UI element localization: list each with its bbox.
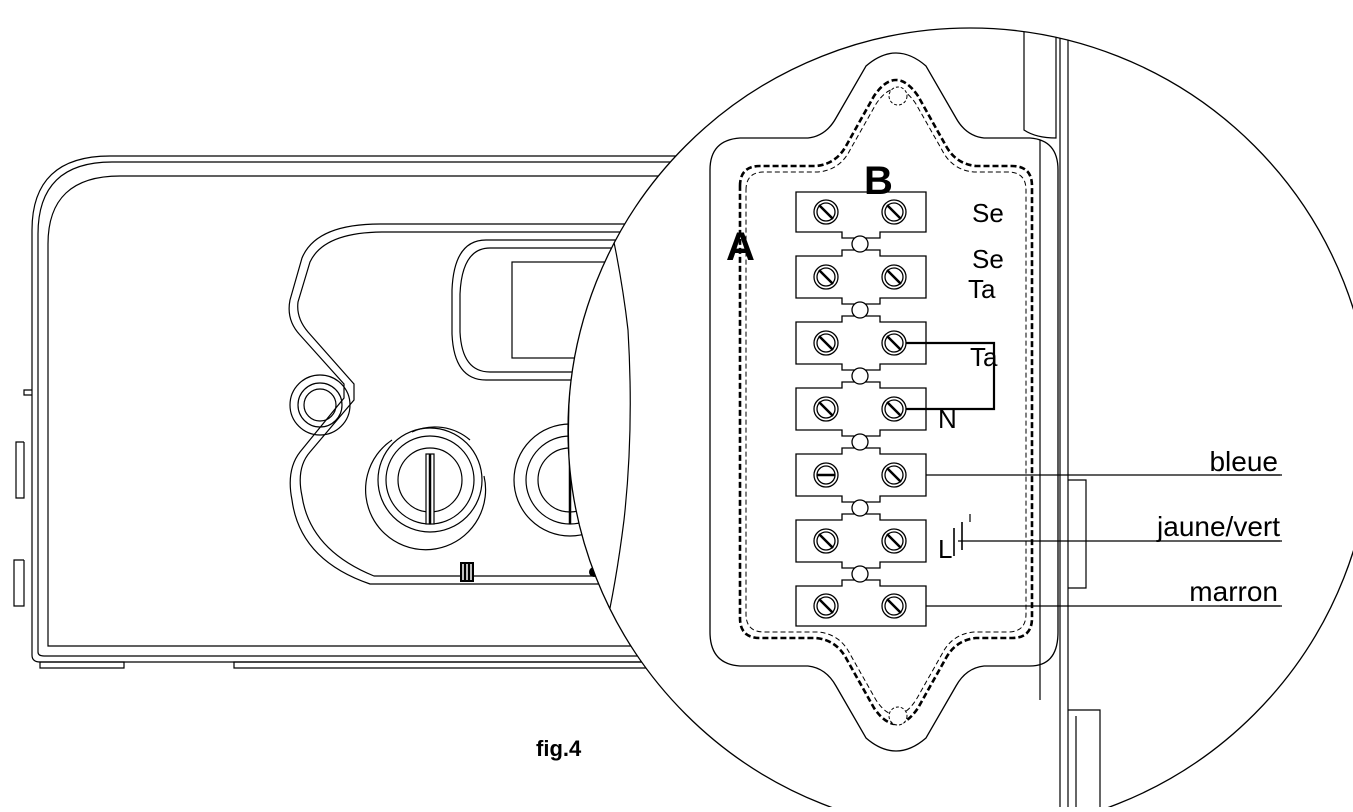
terminal-label-ta-2: Ta: [970, 342, 998, 372]
screw-row-2: [813, 264, 907, 290]
terminal-box-housing: [709, 52, 1059, 752]
earth-ground-icon: [953, 514, 971, 556]
zoom-circle-border: [567, 27, 1353, 812]
bottom-fixing-hole: [888, 706, 908, 726]
label-a: A: [726, 225, 755, 269]
thermostat-bridge-wire: [906, 341, 996, 411]
screw-row-7: [813, 593, 907, 619]
zoom-detail: Se Se Ta Ta N L A B: [568, 28, 1280, 807]
screw-row-5: [813, 462, 907, 488]
terminal-label-ta-1: Ta: [968, 274, 996, 304]
screw-row-3: [813, 330, 907, 356]
heating-knob[interactable]: [365, 426, 487, 551]
terminal-label-se-1: Se: [972, 198, 1004, 228]
terminal-screws: [813, 199, 907, 619]
terminal-label-l: L: [938, 534, 952, 564]
figure-caption: fig.4: [536, 736, 582, 761]
screw-row-1: [813, 199, 907, 225]
radiator-icon: [460, 562, 474, 582]
label-b: B: [864, 159, 893, 203]
wire-labels: bleue jaune/vert marron: [1156, 446, 1282, 607]
terminal-label-se-2: Se: [972, 244, 1004, 274]
zoom-circle-fill: [568, 28, 1353, 812]
wire-label-blue: bleue: [1209, 446, 1278, 477]
wire-label-brown: marron: [1189, 576, 1278, 607]
terminal-cover-outline: [738, 78, 1034, 726]
top-fixing-hole: [888, 86, 908, 106]
wire-label-yellow-green: jaune/vert: [1156, 511, 1280, 542]
screw-row-6: [813, 528, 907, 554]
terminal-label-n: N: [938, 404, 957, 434]
